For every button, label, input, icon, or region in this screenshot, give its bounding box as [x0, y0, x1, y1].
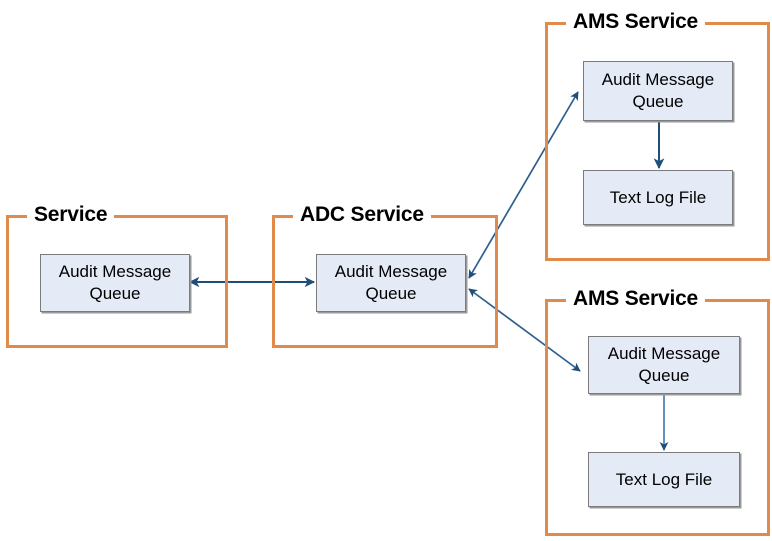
group-ams-service-top-title: AMS Service [566, 9, 706, 35]
group-service-title: Service [27, 202, 115, 228]
node-ams-top-audit-message-queue-label: Audit Message Queue [601, 70, 715, 111]
node-ams-bottom-text-log-file[interactable]: Text Log File [588, 452, 740, 507]
node-ams-top-audit-message-queue[interactable]: Audit Message Queue [583, 61, 733, 121]
node-ams-top-text-log-file-label: Text Log File [609, 187, 707, 207]
node-service-audit-message-queue[interactable]: Audit Message Queue [40, 254, 190, 312]
group-ams-service-bottom-title: AMS Service [566, 286, 706, 312]
node-adc-audit-message-queue[interactable]: Audit Message Queue [316, 254, 466, 312]
group-service: Service [6, 202, 228, 348]
group-adc-service-title: ADC Service [293, 202, 431, 228]
node-service-audit-message-queue-label: Audit Message Queue [58, 262, 172, 303]
group-ams-service-top: AMS Service [545, 9, 770, 261]
node-ams-bottom-audit-message-queue-label: Audit Message Queue [607, 344, 721, 385]
node-ams-bottom-audit-message-queue[interactable]: Audit Message Queue [588, 336, 740, 394]
node-adc-audit-message-queue-label: Audit Message Queue [334, 262, 448, 303]
group-adc-service: ADC Service [272, 202, 498, 348]
group-ams-service-bottom: AMS Service [545, 286, 770, 536]
node-ams-top-text-log-file[interactable]: Text Log File [583, 170, 733, 225]
node-ams-bottom-text-log-file-label: Text Log File [615, 469, 713, 489]
